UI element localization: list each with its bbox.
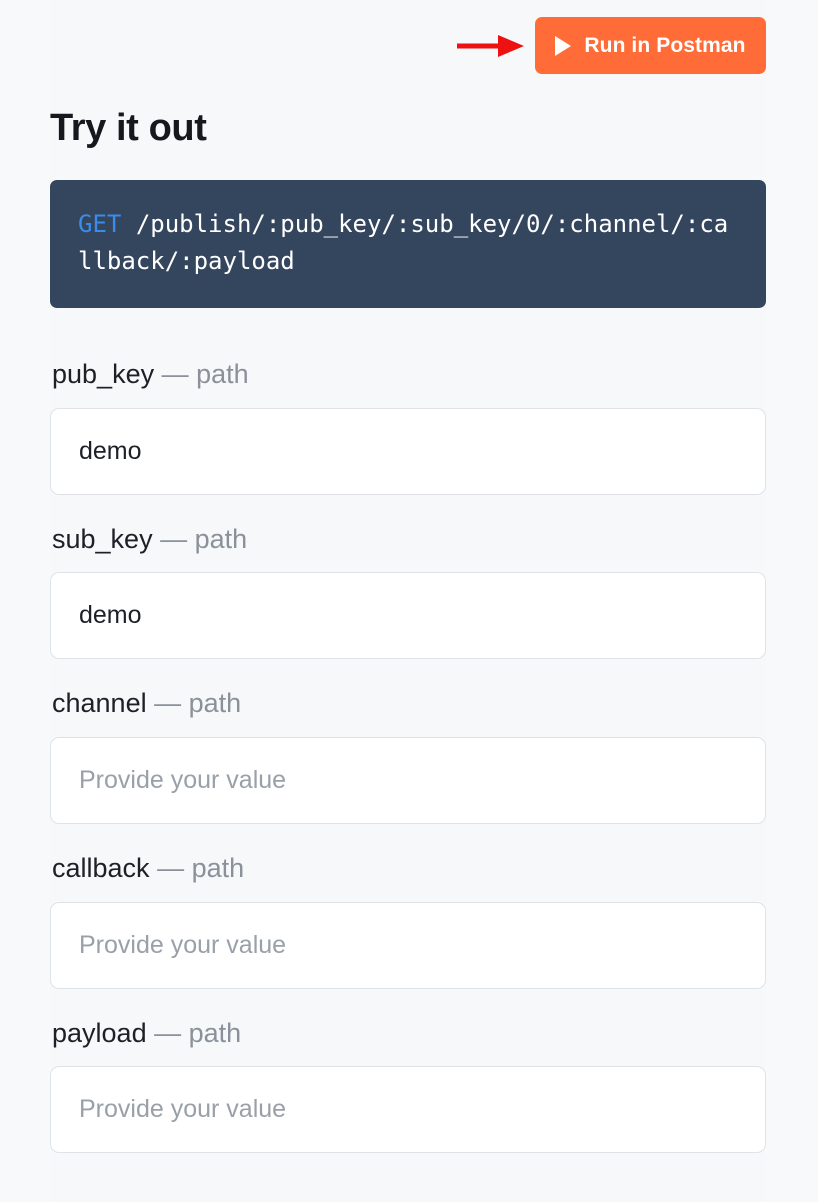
parameter-name: pub_key [52, 359, 155, 389]
endpoint-path: /publish/:pub_key/:sub_key/0/:channel/:c… [78, 210, 729, 276]
page-title: Try it out [50, 107, 207, 149]
parameter-label-sub_key: sub_key — path [52, 523, 766, 555]
parameter-name: sub_key [52, 523, 153, 554]
parameter-group-channel: channel — path [50, 659, 766, 825]
parameter-name: callback [52, 853, 150, 884]
parameter-kind: — path [154, 359, 249, 389]
parameter-kind: — path [153, 523, 248, 554]
label-separator: — [154, 1017, 182, 1048]
parameter-group-callback: callback — path [50, 824, 766, 989]
parameter-input-sub_key[interactable] [50, 572, 766, 660]
label-separator: — [161, 359, 189, 389]
endpoint-code-block: GET /publish/:pub_key/:sub_key/0/:channe… [50, 180, 766, 309]
play-triangle-icon [555, 35, 572, 56]
parameter-kind: — path [147, 1017, 242, 1048]
parameter-kind-text: path [196, 359, 249, 389]
parameter-name: channel [52, 688, 147, 719]
parameter-kind: — path [150, 853, 245, 884]
parameter-kind-text: path [191, 853, 245, 884]
parameter-group-payload: payload — path [50, 989, 766, 1154]
parameter-group-sub_key: sub_key — path [50, 495, 766, 660]
parameter-kind: — path [147, 688, 242, 719]
parameter-input-pub_key[interactable] [50, 407, 766, 495]
label-separator: — [160, 523, 188, 554]
parameter-kind-text: path [188, 688, 242, 719]
parameter-label-payload: payload — path [52, 1017, 766, 1049]
parameter-kind-text: path [188, 1017, 242, 1048]
action-row: Run in Postman [0, 0, 818, 92]
parameter-name: payload [52, 1017, 147, 1048]
parameter-list: pub_key — path sub_key — path channel — … [50, 330, 766, 1154]
run-in-postman-label: Run in Postman [584, 34, 746, 57]
parameter-label-pub_key: pub_key — path [52, 359, 766, 390]
endpoint-path-spacer [121, 210, 135, 238]
parameter-input-channel[interactable] [50, 737, 766, 825]
http-method-badge: GET [78, 210, 122, 238]
parameter-group-pub_key: pub_key — path [50, 330, 766, 495]
label-separator: — [154, 688, 182, 719]
parameter-label-channel: channel — path [52, 689, 766, 719]
parameter-label-callback: callback — path [52, 853, 766, 884]
label-separator: — [157, 853, 185, 884]
parameter-input-callback[interactable] [50, 901, 766, 989]
parameter-kind-text: path [194, 523, 248, 554]
red-arrow-right-icon [457, 35, 524, 57]
run-in-postman-button[interactable]: Run in Postman [535, 17, 766, 74]
parameter-input-payload[interactable] [50, 1066, 766, 1154]
